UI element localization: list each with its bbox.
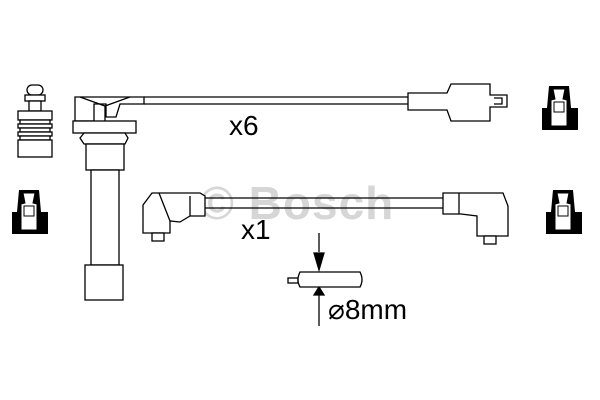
straight-boot-lead-icon	[72, 83, 508, 301]
cable-diameter-icon	[287, 233, 363, 326]
long-lead-quantity: x6	[229, 110, 259, 141]
cable-diameter-label: ⌀8mm	[328, 294, 408, 325]
bosch-watermark: © Bosch	[200, 177, 395, 229]
seal-cap-icons	[12, 86, 582, 234]
short-lead-quantity: x1	[241, 214, 271, 245]
terminal-nut-icon	[17, 84, 53, 158]
angled-boot-lead-icon	[142, 192, 509, 245]
